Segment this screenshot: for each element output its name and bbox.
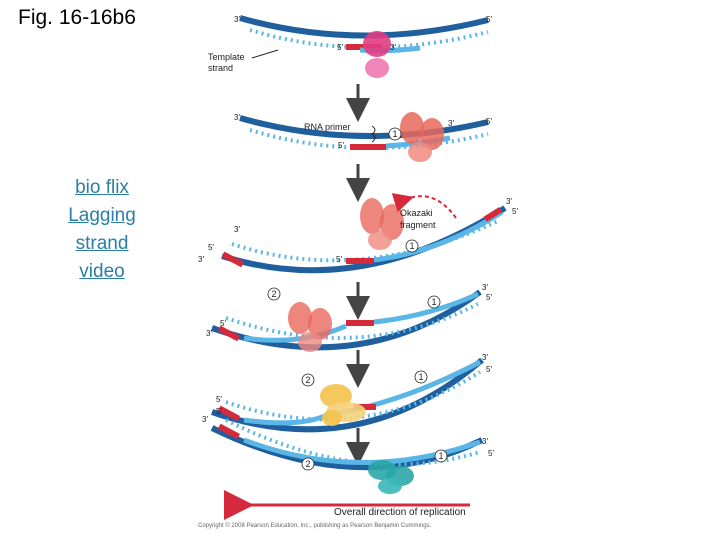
rna-primer-segment bbox=[346, 320, 374, 326]
template-strand-label: Template bbox=[208, 52, 245, 62]
okazaki-fragment-label: fragment bbox=[400, 220, 436, 230]
dna-polymerase-iii bbox=[308, 308, 332, 340]
rna-primer-segment bbox=[217, 423, 241, 440]
end-5prime: 5′ bbox=[512, 207, 518, 216]
end-5prime: 5′ bbox=[336, 255, 342, 264]
okazaki-fragment-1 bbox=[373, 291, 480, 325]
fragment-2-marker bbox=[301, 457, 315, 471]
dna-polymerase-iii bbox=[298, 332, 322, 352]
fragment-2-marker bbox=[267, 287, 281, 301]
template-teeth bbox=[225, 418, 481, 467]
primase-enzyme-lower bbox=[365, 58, 389, 78]
okazaki-fragment-label: Okazaki bbox=[400, 208, 433, 218]
end-5prime: 5′ bbox=[216, 407, 222, 416]
end-5prime: 5′ bbox=[486, 117, 492, 126]
bio-flix-video-link[interactable]: bio flix Lagging strand video bbox=[48, 174, 156, 286]
end-3prime: 3′ bbox=[198, 255, 204, 264]
rna-primer-segment bbox=[217, 325, 241, 342]
end-5prime: 5′ bbox=[337, 43, 343, 52]
fragment-2-number: 2 bbox=[271, 289, 276, 299]
primase-enzyme bbox=[363, 31, 391, 57]
link-line-1[interactable]: bio flix bbox=[75, 177, 129, 198]
dna-polymerase-iii bbox=[288, 302, 312, 334]
okazaki-fragment-2 bbox=[243, 411, 332, 426]
dna-polymerase-iii-released bbox=[380, 204, 404, 240]
dna-polymerase-i bbox=[320, 384, 352, 408]
end-5prime: 5′ bbox=[220, 319, 226, 328]
dna-polymerase-iii bbox=[420, 118, 444, 150]
end-3prime: 3′ bbox=[506, 197, 512, 206]
fragment-1-marker bbox=[405, 239, 419, 253]
overall-direction-label: Overall direction of replication bbox=[334, 507, 466, 518]
fragment-2-number: 2 bbox=[305, 459, 310, 469]
fragment-2-marker bbox=[301, 373, 315, 387]
rna-primer-segment bbox=[221, 251, 245, 268]
fragment-1-marker bbox=[427, 295, 441, 309]
fragment-1-number: 1 bbox=[409, 241, 414, 251]
fragment-1-number: 1 bbox=[418, 372, 423, 382]
primer-brace bbox=[371, 125, 376, 143]
rna-primer-segment bbox=[346, 258, 374, 264]
template-teeth bbox=[225, 302, 479, 340]
dna-ligase bbox=[378, 478, 402, 494]
panel-1: 3′ 5′ 5′ 3′ Template strand bbox=[208, 15, 492, 78]
fragment-1-number: 1 bbox=[438, 451, 443, 461]
panel-4: 2 1 5′ 3′ 3′ 5′ bbox=[206, 283, 492, 352]
fragment-1-marker bbox=[388, 127, 402, 141]
end-3prime: 3′ bbox=[206, 329, 212, 338]
fragment-1-marker bbox=[414, 370, 428, 384]
rna-primer-segment bbox=[483, 207, 503, 222]
dna-polymerase-iii-released bbox=[368, 230, 392, 250]
okazaki-fragment-2 bbox=[243, 323, 347, 343]
end-5prime: 5′ bbox=[338, 141, 344, 150]
panel-2: 3′ 5′ 3′ 5′ RNA primer 1 bbox=[234, 112, 492, 162]
pointer-line bbox=[251, 49, 279, 59]
recycle-arrow bbox=[391, 193, 457, 219]
end-3prime: 3′ bbox=[234, 225, 240, 234]
end-5prime: 5′ bbox=[486, 293, 492, 302]
rna-primer-label: RNA primer bbox=[304, 122, 351, 132]
figure-title: Fig. 16-16b6 bbox=[18, 6, 136, 29]
end-3prime: 3′ bbox=[448, 119, 454, 128]
panel-5: 2 1 5′ 3′ 3′ 5′ bbox=[202, 353, 492, 433]
end-5prime: 5′ bbox=[216, 395, 222, 404]
end-3prime: 3′ bbox=[234, 113, 240, 122]
panel-3: Okazaki fragment 1 3′ 5′ 3′ 5′ 3′ 5′ bbox=[198, 193, 518, 274]
fragment-2-number: 2 bbox=[305, 375, 310, 385]
dna-polymerase-iii bbox=[408, 142, 432, 162]
end-3prime: 3′ bbox=[482, 437, 488, 446]
end-5prime: 5′ bbox=[208, 243, 214, 252]
end-3prime: 3′ bbox=[390, 43, 396, 52]
end-3prime: 3′ bbox=[234, 15, 240, 24]
end-5prime: 5′ bbox=[486, 15, 492, 24]
fragment-1-marker bbox=[434, 449, 448, 463]
dna-polymerase-iii-released bbox=[360, 198, 384, 234]
template-strand bbox=[239, 15, 489, 39]
template-strand-label: strand bbox=[208, 63, 233, 73]
end-5prime: 5′ bbox=[488, 449, 494, 458]
rna-primer-segment bbox=[350, 144, 386, 150]
end-3prime: 3′ bbox=[202, 415, 208, 424]
joined-lagging-strand bbox=[243, 437, 481, 465]
end-5prime: 5′ bbox=[486, 365, 492, 374]
dna-polymerase-i bbox=[322, 410, 342, 426]
rna-primer-segment bbox=[354, 404, 376, 410]
link-line-3[interactable]: strand bbox=[75, 233, 129, 254]
panel-6: 2 1 5′ 3′ 5′ bbox=[210, 407, 494, 494]
fragment-1-number: 1 bbox=[431, 297, 436, 307]
link-line-4[interactable]: video bbox=[79, 261, 125, 282]
template-strand bbox=[239, 115, 489, 139]
rna-primer-segment bbox=[217, 405, 241, 422]
end-3prime: 3′ bbox=[482, 283, 488, 292]
copyright-text: Copyright © 2008 Pearson Education, Inc.… bbox=[198, 522, 432, 529]
dna-polymerase-iii bbox=[400, 112, 424, 144]
fragment-1-number: 1 bbox=[392, 129, 397, 139]
link-line-2[interactable]: Lagging bbox=[68, 205, 136, 226]
end-3prime: 3′ bbox=[482, 353, 488, 362]
